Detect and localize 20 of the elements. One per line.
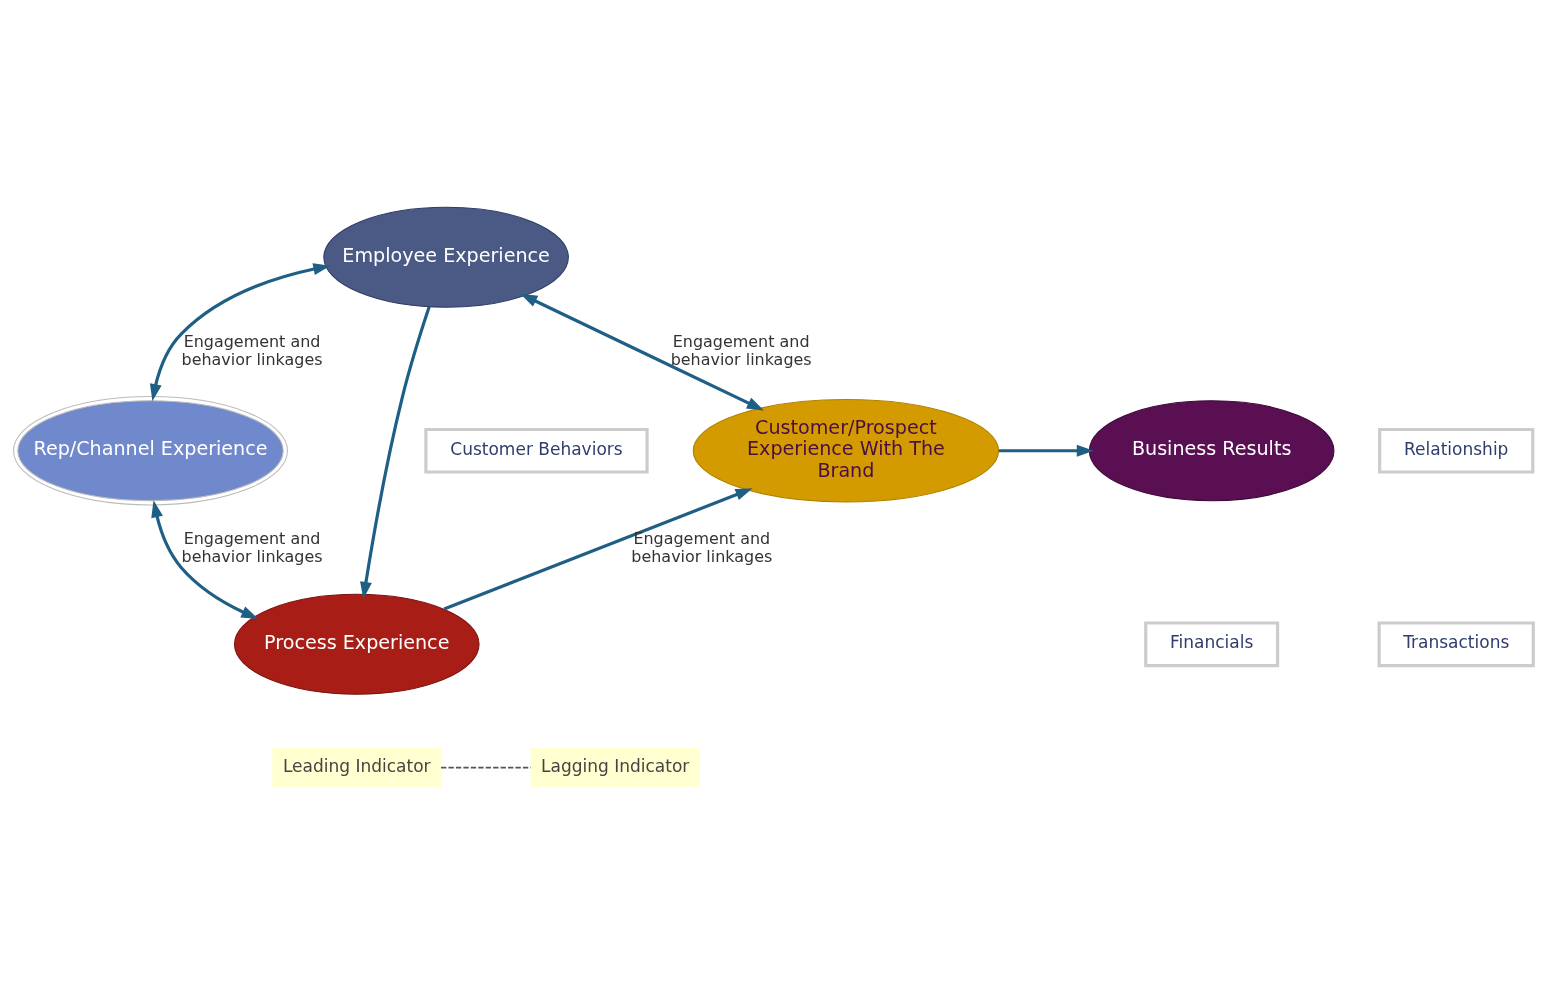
node-box: Relationship [1377,427,1534,474]
node-box: Financials [1143,620,1279,667]
edge-label: Engagement and behavior linkages [181,528,322,566]
node-ellipse: Rep/Channel Experience [12,395,288,505]
node-box: Customer Behaviors [423,427,649,474]
node-ellipse: Process Experience [233,593,480,695]
arrow [998,444,1094,457]
node-box: Transactions [1377,620,1535,667]
node-ellipse: Business Results [1088,399,1334,501]
connector [439,766,532,768]
arrow [519,293,764,410]
edge-label: Engagement and behavior linkages [181,331,322,369]
edge-label: Engagement and behavior linkages [630,528,772,566]
arrow [150,499,258,619]
node-box: Leading Indicator [271,747,441,787]
arrow [443,487,753,610]
edge-label: Engagement and behavior linkages [670,331,812,369]
arrow [149,262,330,401]
node-box: Lagging Indicator [530,747,700,787]
arrow [359,305,431,599]
